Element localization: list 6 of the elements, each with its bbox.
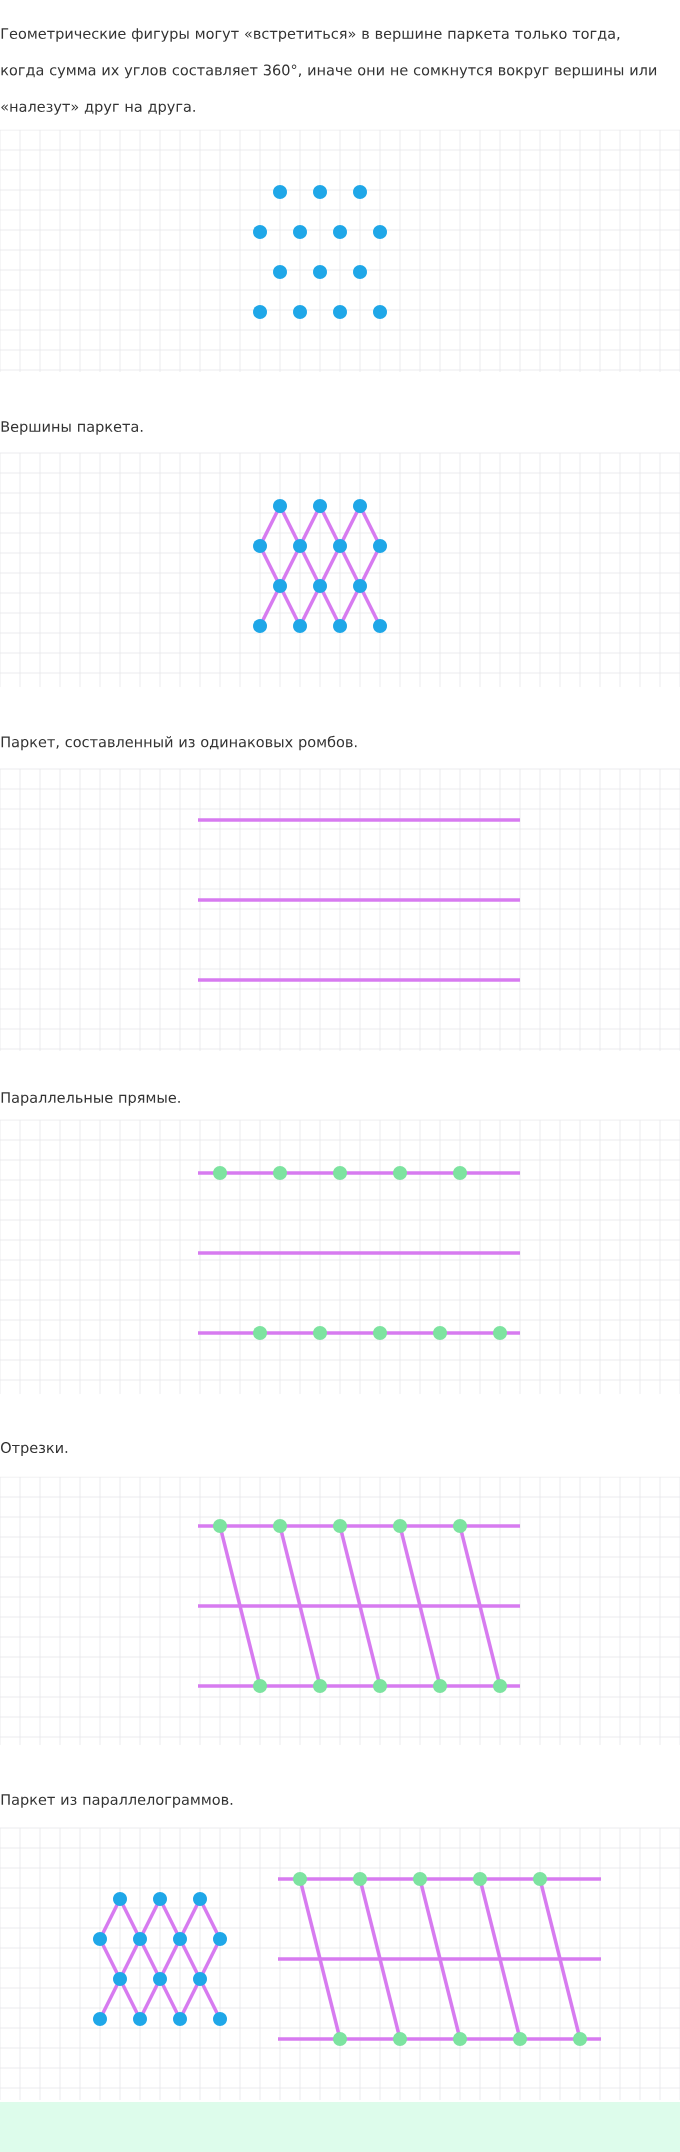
caption: Паркет из параллелограммов. <box>1 1794 233 1808</box>
caption: Параллельные прямые. <box>1 1092 180 1106</box>
paragraph: Геометрические фигуры могут «встретиться» в вершине паркета только тогда, когда сумма их углов составляет 360°, иначе они не сомкнутся вокруг вершины или «налезут» друг на друга. <box>1 28 657 115</box>
caption: Паркет, составленный из одинаковых ромбов. <box>1 735 357 751</box>
caption: Отрезки. <box>1 1442 68 1456</box>
caption: Вершины паркета. <box>1 421 143 435</box>
